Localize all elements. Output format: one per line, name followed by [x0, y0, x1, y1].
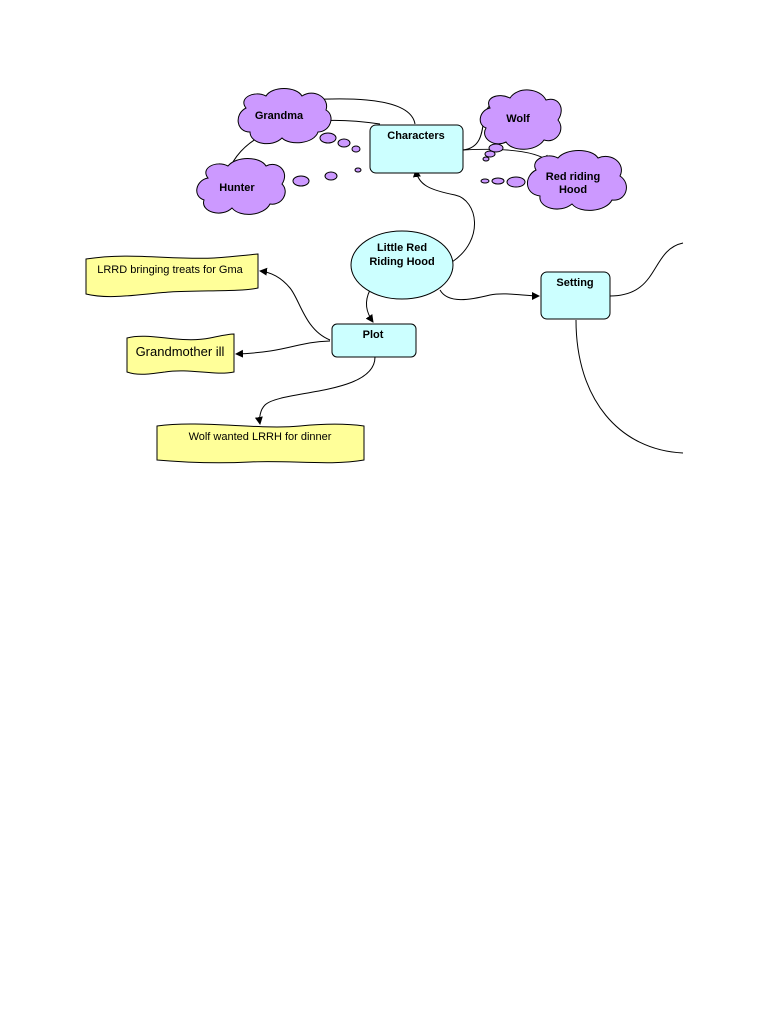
bubble-dot — [319, 132, 337, 144]
bubble-dot — [484, 150, 496, 158]
characters-label: Characters — [387, 130, 444, 142]
cloud-red-riding-hood[interactable]: Red riding Hood — [527, 150, 627, 211]
grandma-label: Grandma — [255, 110, 304, 122]
bubble-dot — [482, 156, 490, 162]
bubble-dot — [292, 175, 310, 187]
connector-center-to-characters — [412, 169, 475, 263]
note-ill[interactable]: Grandmother ill — [126, 333, 235, 375]
center-label-line-2: Riding Hood — [369, 256, 434, 268]
bubble-dot — [354, 167, 362, 173]
setting-node[interactable]: Setting — [540, 271, 611, 320]
connector-plot-to-dinner — [254, 356, 376, 425]
red-riding-hood-label-line-1: Red riding — [546, 171, 600, 183]
characters-node[interactable]: Characters — [369, 124, 464, 174]
connector-plot-to-ill — [235, 340, 331, 358]
plot-label: Plot — [363, 329, 384, 341]
note-dinner-text: Wolf wanted LRRH for dinner — [189, 431, 332, 443]
bubble-dot — [506, 176, 526, 188]
thought-bubble-trails — [292, 132, 526, 188]
cloud-wolf[interactable]: Wolf — [479, 89, 562, 150]
bubble-dot — [480, 178, 490, 184]
connector-setting-bottom — [575, 319, 684, 454]
center-label-line-1: Little Red — [377, 242, 427, 254]
connector-center-to-plot — [365, 289, 374, 323]
bubble-dot — [491, 177, 505, 185]
cloud-hunter[interactable]: Hunter — [196, 158, 286, 215]
red-riding-hood-label-line-2: Hood — [559, 184, 587, 196]
note-treats-text: LRRD bringing treats for Gma — [97, 264, 243, 276]
connector-plot-to-treats — [259, 267, 331, 341]
center-node[interactable]: Little Red Riding Hood — [350, 230, 454, 300]
bubble-dot — [337, 138, 351, 148]
connector-setting-top — [609, 242, 684, 297]
bubble-dot — [324, 171, 338, 181]
hunter-label: Hunter — [219, 182, 255, 194]
note-dinner[interactable]: Wolf wanted LRRH for dinner — [156, 423, 365, 464]
note-treats[interactable]: LRRD bringing treats for Gma — [85, 253, 259, 298]
cloud-grandma[interactable]: Grandma — [237, 88, 332, 145]
note-ill-text: Grandmother ill — [136, 344, 225, 359]
connector-center-to-setting — [439, 289, 540, 301]
setting-label: Setting — [556, 277, 593, 289]
wolf-label: Wolf — [506, 113, 530, 125]
plot-node[interactable]: Plot — [331, 323, 417, 358]
bubble-dot — [351, 145, 361, 153]
